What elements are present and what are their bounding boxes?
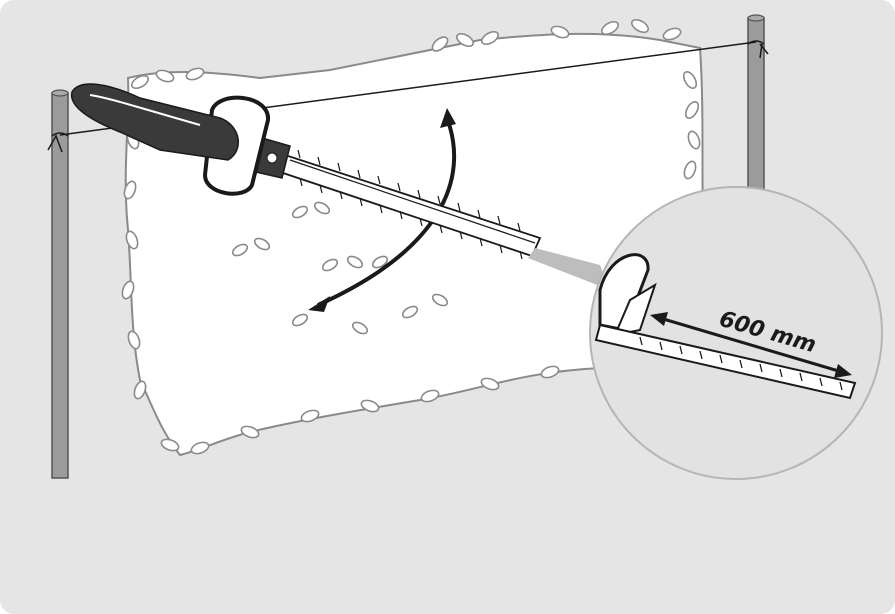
hedge-trimmer-icon — [71, 83, 542, 260]
left-post — [51, 92, 69, 479]
string-knot-left — [47, 132, 69, 153]
hedge-foliage — [121, 18, 701, 455]
magnifier-callout-icon — [589, 186, 883, 480]
dimension-arrow-icon — [650, 312, 852, 378]
string-knot-right — [747, 40, 769, 59]
magnifier-cone — [528, 248, 610, 290]
